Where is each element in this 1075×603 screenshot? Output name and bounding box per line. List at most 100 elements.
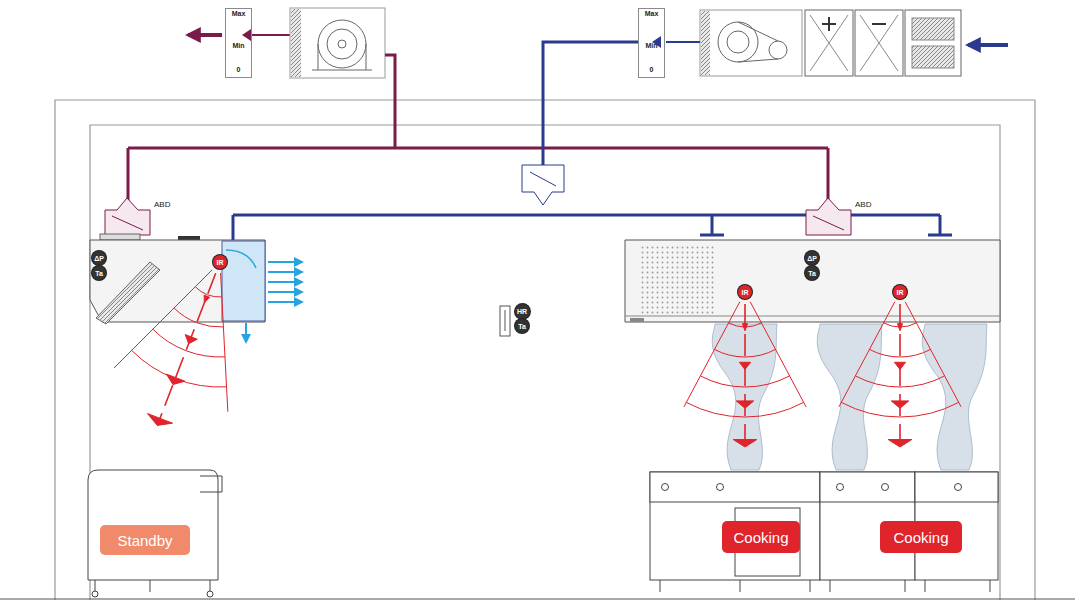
supply-unit bbox=[701, 11, 710, 75]
pressure-sensor: ΔP bbox=[92, 251, 106, 265]
exhaust-unit bbox=[338, 40, 346, 48]
supply-unit bbox=[805, 10, 853, 76]
supply-duct bbox=[928, 215, 952, 235]
sensor-label: IR bbox=[217, 259, 224, 266]
temperature-sensor: Ta bbox=[515, 319, 529, 333]
supply-diffuser bbox=[530, 172, 556, 186]
sensor-label: ABD bbox=[855, 201, 871, 209]
cooking-appliance bbox=[717, 484, 724, 491]
supply-unit bbox=[860, 15, 898, 71]
damper-level-text: 0 bbox=[226, 66, 251, 73]
exhaust-unit bbox=[318, 20, 366, 68]
ir-detection-cone bbox=[185, 335, 197, 344]
cooking-appliance bbox=[662, 484, 669, 491]
ir-detection-cone bbox=[897, 324, 902, 331]
status-label: Standby bbox=[100, 525, 190, 555]
cooking-appliance bbox=[820, 472, 915, 502]
ir-detection-cone bbox=[114, 270, 228, 426]
supply-unit bbox=[822, 17, 836, 31]
pressure-sensor: ΔP bbox=[805, 251, 819, 265]
abd-damper-symbol bbox=[105, 198, 150, 235]
exhaust-unit bbox=[188, 8, 385, 78]
supply-unit bbox=[652, 10, 1008, 76]
supply-duct bbox=[543, 42, 638, 165]
sensor-label: IR bbox=[897, 289, 904, 296]
status-text: Standby bbox=[117, 533, 172, 548]
smoke-plume bbox=[922, 324, 987, 470]
ir-detection-cone bbox=[204, 295, 209, 303]
right-hood bbox=[625, 240, 1000, 322]
ir-detection-cone bbox=[166, 374, 185, 384]
ir-detection-cone bbox=[157, 273, 215, 425]
left-hood bbox=[268, 301, 302, 303]
cooking-appliance bbox=[882, 484, 889, 491]
sensor-label: IR bbox=[742, 289, 749, 296]
supply-diffuser bbox=[522, 165, 564, 205]
cooking-appliance bbox=[837, 484, 844, 491]
building-outline bbox=[55, 100, 1035, 600]
room-sensor bbox=[500, 306, 510, 336]
sensor-label: Ta bbox=[808, 270, 816, 277]
ir-sensor: IR bbox=[738, 285, 752, 299]
standby-appliance bbox=[92, 591, 98, 597]
sensor-label: ΔP bbox=[807, 255, 817, 262]
supply-duct bbox=[700, 215, 724, 235]
sensor-label: ΔP bbox=[94, 255, 104, 262]
exhaust-unit bbox=[291, 9, 301, 77]
standby-appliance bbox=[200, 476, 222, 492]
supply-unit bbox=[968, 43, 1008, 47]
supply-unit bbox=[718, 22, 758, 62]
damper-level-text: Max bbox=[226, 10, 251, 17]
room-sensor bbox=[500, 306, 510, 336]
supply-duct bbox=[233, 42, 952, 240]
damper-level-text: 0 bbox=[639, 66, 664, 73]
left-hood bbox=[100, 234, 140, 240]
ir-detection-cone bbox=[114, 270, 961, 447]
abd-damper-symbol bbox=[112, 216, 143, 230]
abd-damper: ABD bbox=[105, 198, 151, 235]
supply-unit bbox=[855, 10, 903, 76]
ir-detection-cone bbox=[891, 401, 908, 408]
exhaust-unit bbox=[312, 44, 372, 70]
ir-detection-cone bbox=[742, 324, 747, 331]
supply-unit bbox=[769, 41, 787, 59]
ir-detection-cone bbox=[153, 329, 225, 357]
standby-appliance bbox=[88, 470, 218, 580]
left-hood bbox=[268, 261, 302, 263]
abd-damper-symbol bbox=[806, 198, 851, 235]
ir-detection-cone bbox=[739, 362, 750, 369]
damper-level-text: Max bbox=[639, 10, 664, 17]
ir-detection-cone bbox=[894, 362, 905, 369]
ir-detection-cone bbox=[736, 401, 753, 408]
temperature-sensor: Ta bbox=[92, 266, 106, 280]
cooking-appliance bbox=[650, 472, 820, 580]
left-hood bbox=[245, 323, 247, 342]
cooking-appliance bbox=[915, 472, 998, 502]
building-outline bbox=[0, 598, 1075, 599]
exhaust-duct bbox=[128, 147, 828, 150]
right-hood bbox=[625, 316, 1000, 317]
smoke-plume bbox=[817, 324, 882, 470]
sensor-label: ABD bbox=[154, 201, 170, 209]
supply-unit bbox=[727, 31, 749, 53]
abd-damper-symbol bbox=[813, 216, 844, 230]
exhaust-unit bbox=[242, 29, 251, 41]
exhaust-unit bbox=[290, 8, 385, 78]
left-hood bbox=[268, 281, 302, 283]
exhaust-duct bbox=[127, 148, 130, 200]
exhaust-unit bbox=[252, 34, 290, 36]
cooking-appliance bbox=[955, 484, 962, 491]
status-label: Cooking bbox=[722, 521, 800, 553]
sensor-label: HR bbox=[517, 308, 527, 315]
supply-unit bbox=[905, 10, 961, 76]
left-hood bbox=[222, 241, 265, 321]
left-hood bbox=[246, 262, 302, 342]
supply-unit bbox=[666, 41, 700, 43]
ir-sensor: IR bbox=[893, 285, 907, 299]
abd-damper-symbol bbox=[105, 198, 851, 235]
supply-unit bbox=[700, 10, 802, 76]
cooking-appliance bbox=[660, 580, 990, 592]
supply-unit bbox=[810, 15, 848, 71]
